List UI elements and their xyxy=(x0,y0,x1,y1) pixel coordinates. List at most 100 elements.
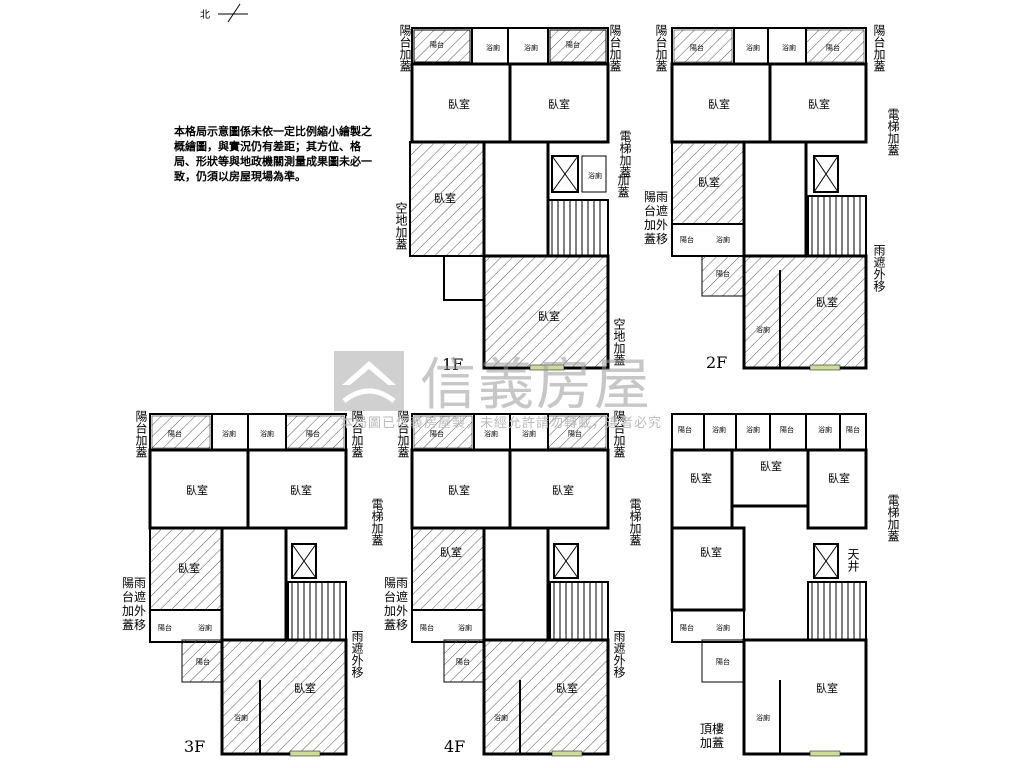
floor-4f xyxy=(410,413,610,757)
room-label: 臥室 xyxy=(552,483,574,497)
room-label: 陽台 xyxy=(306,429,320,438)
room-label: 陽台 xyxy=(846,425,860,434)
floor-3f xyxy=(148,413,348,757)
room-label: 浴廁 xyxy=(484,429,498,438)
room-label: 臥室 xyxy=(186,483,208,497)
room-label: 陽台 xyxy=(456,657,470,666)
watermark-subtext: 本局圖已信義房屋製，未經允許請勿轉載，違者必究 xyxy=(340,416,663,431)
floor-1f xyxy=(409,27,610,371)
room-label: 陽台 xyxy=(716,269,730,278)
room-label: 浴廁 xyxy=(222,429,236,438)
room-label: 陽台 xyxy=(680,623,694,632)
note-balcony-added: 陽台加蓋 xyxy=(612,410,626,458)
room-label: 浴廁 xyxy=(716,623,730,632)
floor-roof xyxy=(670,413,868,757)
note-open-space-added: 空地加蓋 xyxy=(612,318,626,366)
balcony-1f-right xyxy=(549,29,607,63)
room-label: 浴廁 xyxy=(746,43,760,52)
watermark-brand: 信義房屋 xyxy=(420,353,652,418)
room-label: 浴廁 xyxy=(818,425,832,434)
room-label: 浴廁 xyxy=(782,43,796,52)
note-balcony-added: 陽台加蓋 xyxy=(396,410,410,458)
house-logo-icon xyxy=(334,350,404,411)
note-balcony-canopy: 陽雨台遮加外蓋移 xyxy=(384,576,409,632)
room-label: 臥室 xyxy=(816,681,838,695)
note-balcony-added: 陽台加蓋 xyxy=(872,24,886,72)
room-label: 浴廁 xyxy=(588,171,602,180)
note-balcony-added: 陽台加蓋 xyxy=(608,24,622,72)
room-label: 浴廁 xyxy=(712,425,726,434)
floor-label: 4F xyxy=(444,737,465,756)
room-label: 浴廁 xyxy=(198,623,212,632)
room-label: 陽台 xyxy=(568,429,582,438)
note-elevator-added: 電梯加蓋 xyxy=(628,498,642,546)
room-label: 臥室 xyxy=(816,295,838,309)
note-elevator-added: 電梯加蓋 xyxy=(886,494,900,542)
room-labels: 陽台 浴廁 浴廁 陽台 臥室 臥室 臥室 臥室 浴廁 陽台 浴廁 浴廁 陽台 臥… xyxy=(158,40,860,722)
room-label: 浴廁 xyxy=(716,235,730,244)
disclaimer-text: 本格局示意圖係未依一定比例縮小繪製之概繪圖，與實況仍有差距；其方位、格局、形狀等… xyxy=(174,125,372,183)
room-label: 陽台 xyxy=(690,43,704,52)
room-label: 臥室 xyxy=(294,681,316,695)
note-balcony-canopy: 陽雨台遮加外蓋移 xyxy=(644,190,669,246)
note-elevator-added: 電梯加蓋 xyxy=(886,108,900,156)
note-canopy-moved: 雨遮外移 xyxy=(350,630,364,678)
room-label: 陽台 xyxy=(158,623,172,632)
room-label: 陽台 xyxy=(826,43,840,52)
room-label: 浴廁 xyxy=(756,713,770,722)
room-label: 陽台 xyxy=(680,235,694,244)
note-roof-added: 頂樓加蓋 xyxy=(700,722,725,750)
room-label: 臥室 xyxy=(690,471,712,485)
elevator-icon xyxy=(551,155,579,193)
note-balcony-added: 陽台加蓋 xyxy=(134,410,148,458)
room-label: 臥室 xyxy=(538,309,560,323)
room-label: 臥室 xyxy=(828,471,850,485)
room-label: 臥室 xyxy=(700,545,722,559)
room-label: 陽台 xyxy=(430,429,444,438)
watermark: 信義房屋 xyxy=(334,340,652,421)
note-canopy-moved: 雨遮外移 xyxy=(612,630,626,678)
note-balcony-canopy: 陽雨台遮加外蓋移 xyxy=(122,576,147,632)
note-balcony-added: 陽台加蓋 xyxy=(350,410,364,458)
room-label: 臥室 xyxy=(708,97,730,111)
room-label: 陽台 xyxy=(678,425,692,434)
note-balcony-added: 陽台加蓋 xyxy=(654,24,668,72)
room-label: 臥室 xyxy=(440,545,462,559)
note-canopy-moved: 雨遮外移 xyxy=(872,244,886,292)
floor-label: 1F xyxy=(442,355,463,374)
note-elevator-added: 電梯加蓋 xyxy=(370,498,384,546)
room-label: 陽台 xyxy=(430,40,444,49)
room-label: 臥室 xyxy=(548,97,570,111)
room-label: 浴廁 xyxy=(756,325,770,334)
room-label: 陽台 xyxy=(780,425,794,434)
room-label: 臥室 xyxy=(556,681,578,695)
note-open-space-added: 空地加蓋 xyxy=(394,202,408,250)
room-label: 浴廁 xyxy=(522,429,536,438)
floor-label: 2F xyxy=(706,353,727,372)
room-label: 浴廁 xyxy=(746,425,760,434)
room-label: 臥室 xyxy=(760,459,782,473)
room-label: 臥室 xyxy=(448,483,470,497)
room-label: 浴廁 xyxy=(524,43,538,52)
balcony-1f-left xyxy=(413,29,471,63)
room-label: 浴廁 xyxy=(486,43,500,52)
room-label: 浴廁 xyxy=(494,713,508,722)
floor-label: 3F xyxy=(184,737,205,756)
room-label: 臥室 xyxy=(290,483,312,497)
note-added: 加蓋 xyxy=(616,174,630,198)
room-label: 臥室 xyxy=(448,97,470,111)
room-label: 陽台 xyxy=(168,429,182,438)
room-label: 浴廁 xyxy=(234,713,248,722)
floor-2f xyxy=(670,27,868,371)
room-label: 臥室 xyxy=(178,561,200,575)
room-label: 臥室 xyxy=(698,175,720,189)
note-balcony-added: 陽台加蓋 xyxy=(398,24,412,72)
room-label: 浴廁 xyxy=(260,429,274,438)
note-skylight: 天井 xyxy=(846,548,860,572)
room-label: 臥室 xyxy=(808,97,830,111)
room-label: 臥室 xyxy=(434,191,456,205)
room-label: 陽台 xyxy=(420,623,434,632)
room-label: 浴廁 xyxy=(458,623,472,632)
room-label: 陽台 xyxy=(196,657,210,666)
